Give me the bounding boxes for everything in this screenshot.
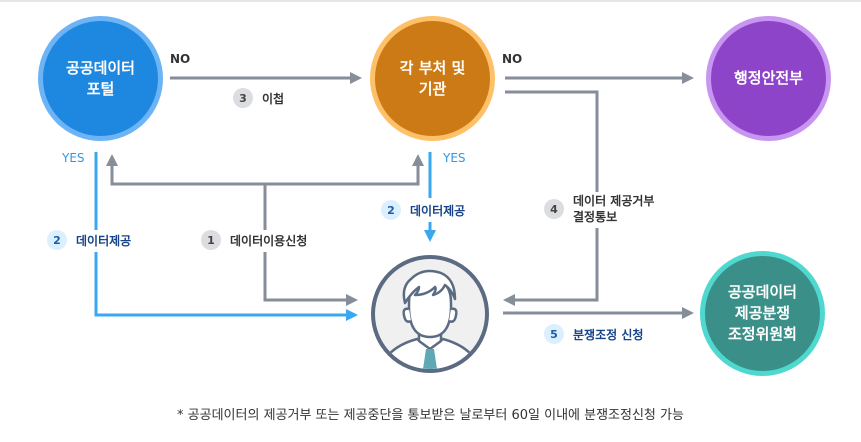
step-1-request: 1 데이터이용신청 bbox=[201, 230, 307, 250]
node-label: 각 부처 및 기관 bbox=[399, 58, 466, 98]
step-2-portal-provide: 2 데이터제공 bbox=[47, 230, 131, 250]
node-label: 공공데이터 제공분쟁 조정위원회 bbox=[727, 283, 797, 343]
step-badge: 2 bbox=[381, 200, 401, 220]
arrow-request-branch bbox=[110, 160, 420, 186]
label-yes-agency: YES bbox=[443, 151, 466, 165]
label-no-agency: NO bbox=[502, 52, 523, 66]
node-agency: 각 부처 및 기관 bbox=[370, 16, 495, 141]
top-divider bbox=[0, 0, 861, 2]
node-ministry: 행정안전부 bbox=[706, 16, 831, 141]
step-label: 데이터이용신청 bbox=[230, 233, 308, 248]
step-4-refusal-notice: 4 데이터 제공거부 결정통보 bbox=[544, 193, 654, 225]
node-data-portal: 공공데이터 포털 bbox=[38, 16, 163, 141]
arrow-refusal bbox=[505, 90, 599, 300]
step-badge: 2 bbox=[47, 230, 67, 250]
label-yes-portal: YES bbox=[62, 151, 85, 165]
node-dispute-committee: 공공데이터 제공분쟁 조정위원회 bbox=[700, 251, 825, 376]
user-icon bbox=[383, 269, 477, 369]
step-badge: 5 bbox=[544, 324, 564, 344]
step-badge: 1 bbox=[201, 230, 221, 250]
arrow-portal-provide bbox=[94, 152, 352, 315]
footnote: * 공공데이터의 제공거부 또는 제공중단을 통보받은 날로부터 60일 이내에… bbox=[177, 408, 684, 423]
step-2-agency-provide: 2 데이터제공 bbox=[381, 200, 465, 220]
step-label: 데이터 제공거부 결정통보 bbox=[573, 194, 655, 224]
step-badge: 3 bbox=[233, 88, 253, 108]
step-3-transfer: 3 이첩 bbox=[233, 88, 284, 108]
step-badge: 4 bbox=[544, 199, 564, 219]
step-5-dispute-request: 5 분쟁조정 신청 bbox=[544, 324, 643, 344]
label-no-portal: NO bbox=[170, 52, 191, 66]
node-label: 공공데이터 포털 bbox=[65, 58, 135, 98]
user-avatar bbox=[371, 255, 489, 373]
node-label: 행정안전부 bbox=[733, 69, 803, 87]
arrow-request-stem bbox=[263, 184, 352, 300]
step-label: 이첩 bbox=[262, 91, 285, 106]
step-label: 데이터제공 bbox=[410, 203, 466, 218]
step-label: 데이터제공 bbox=[76, 233, 132, 248]
step-label: 분쟁조정 신청 bbox=[573, 327, 644, 342]
